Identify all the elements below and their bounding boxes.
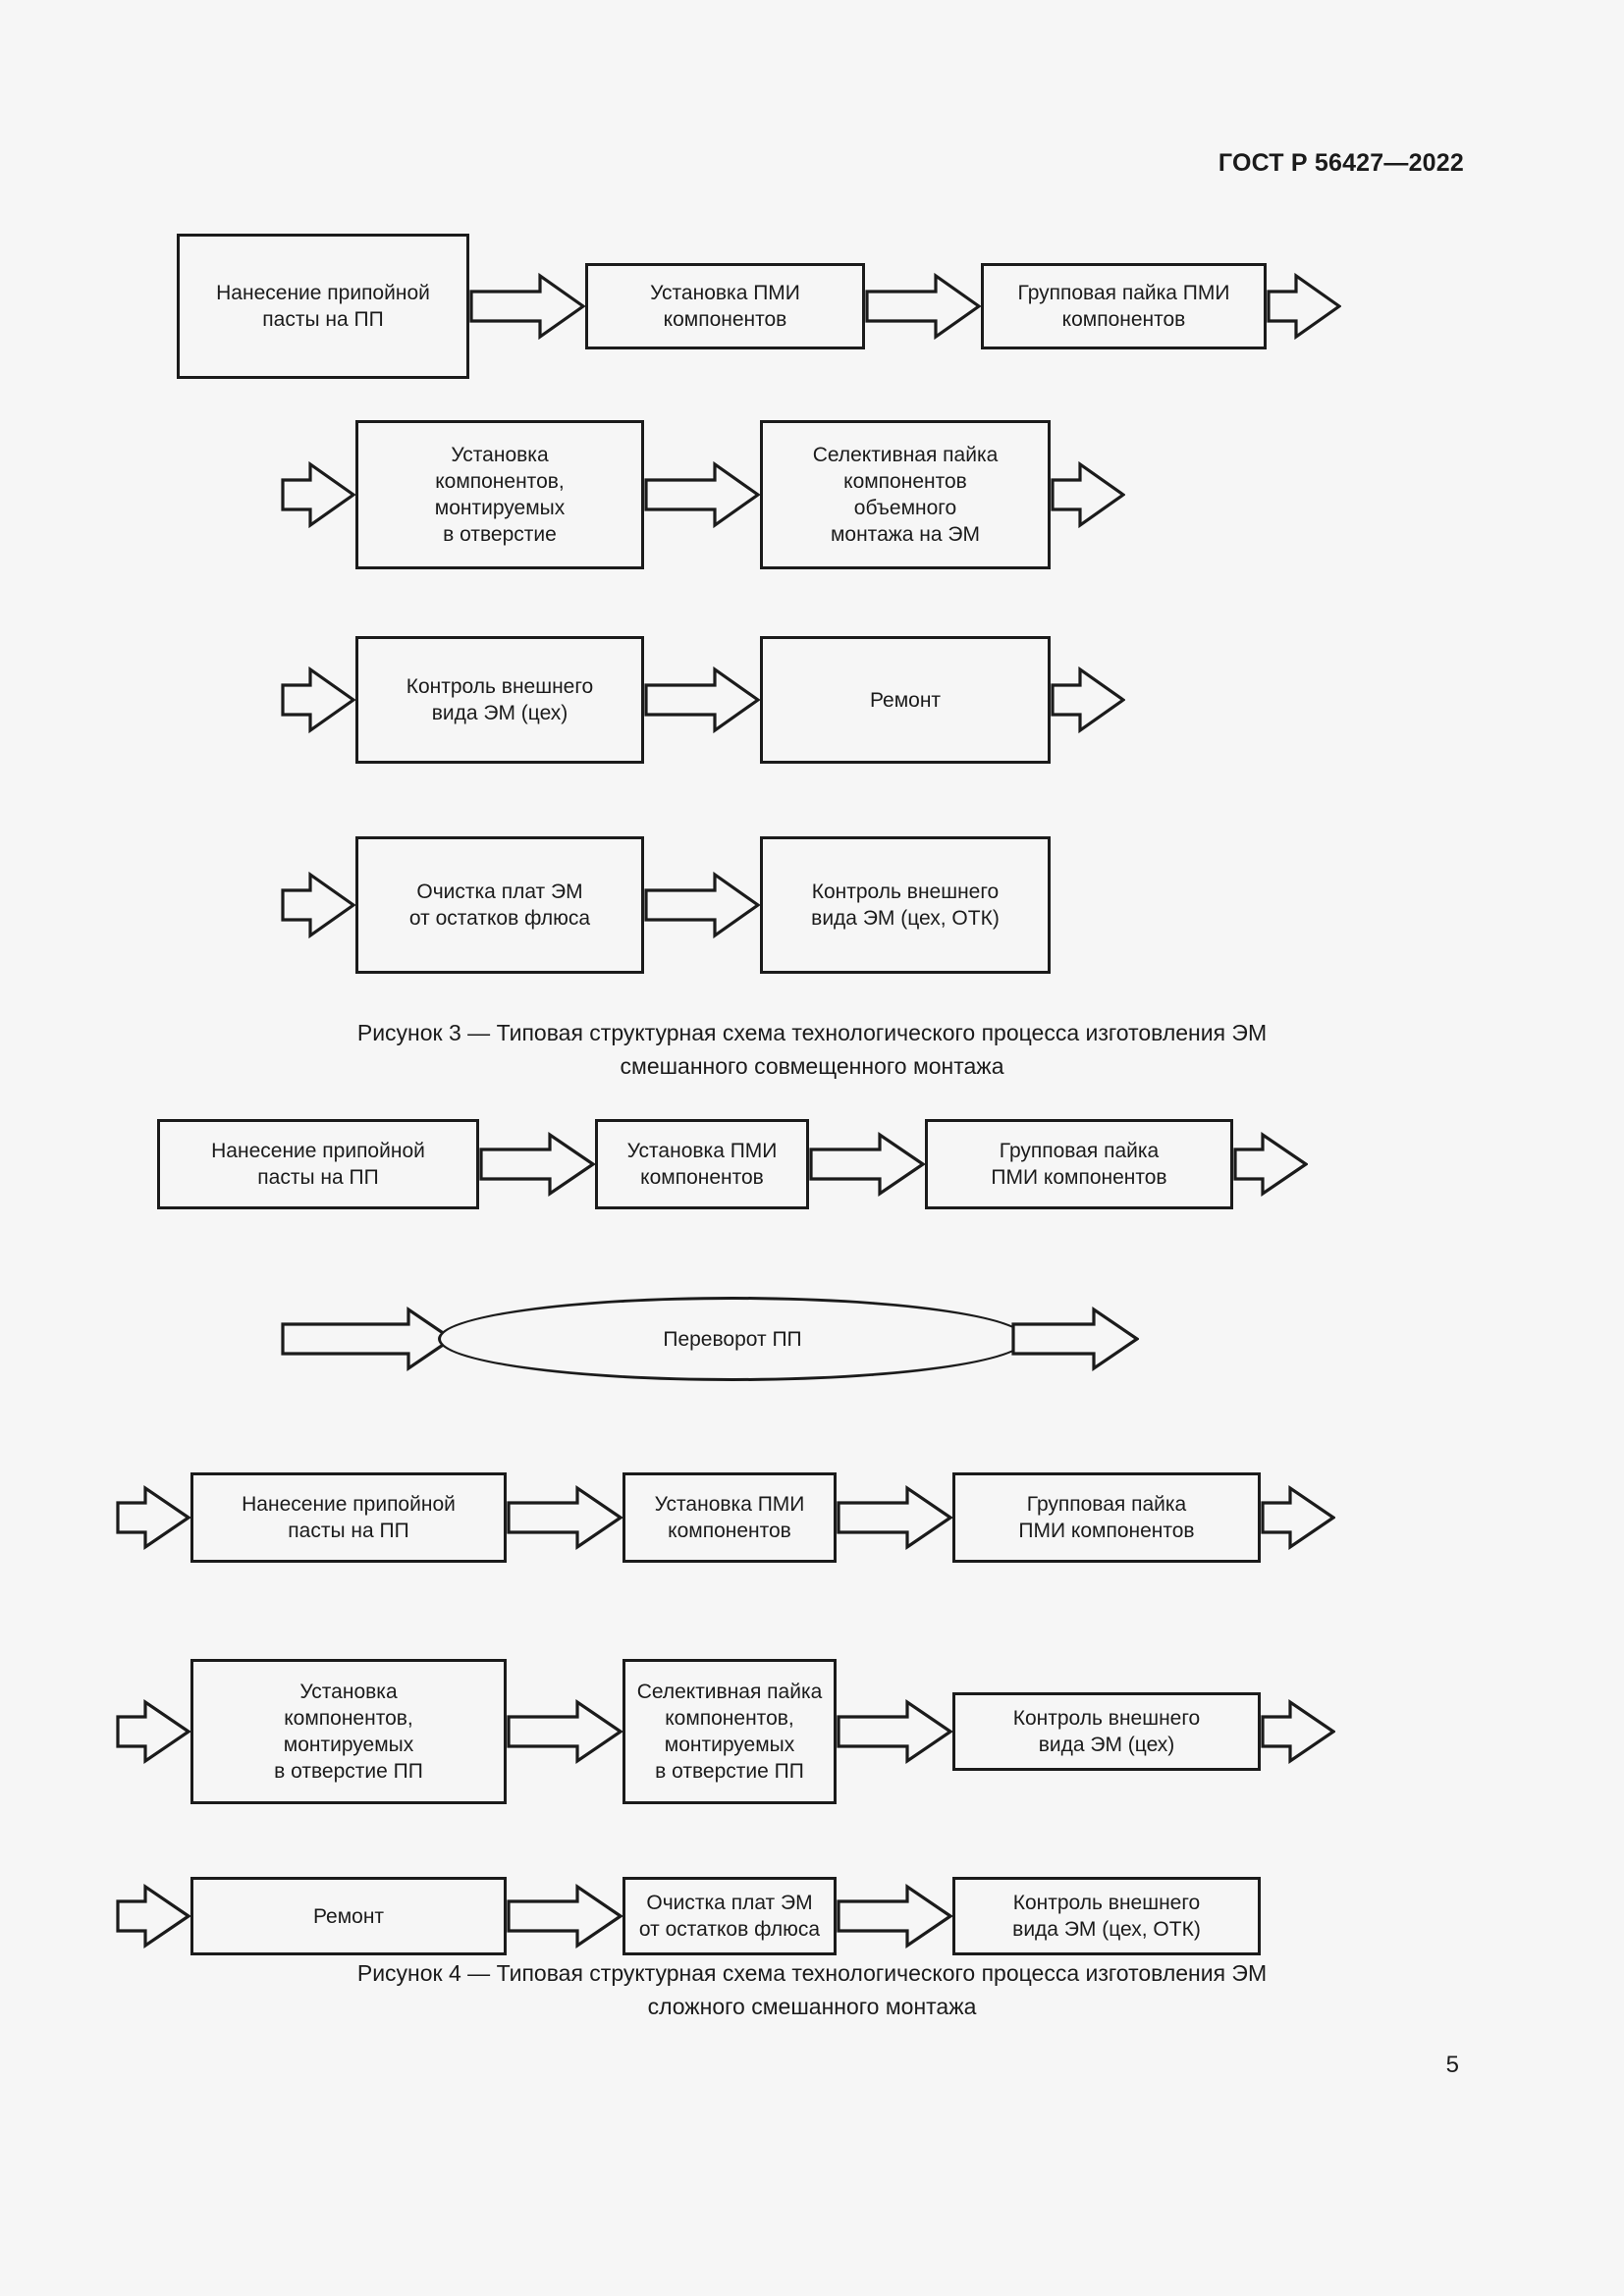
process-node[interactable]: Нанесение припойной пасты на ПП xyxy=(177,234,469,379)
process-node[interactable]: Установка компонентов, монтируемых в отв… xyxy=(190,1659,507,1804)
fig3-row-1: Нанесение припойной пасты на ПП Установк… xyxy=(177,234,1414,379)
node-label: Установка ПМИ компонентов xyxy=(626,1140,778,1189)
process-node[interactable]: Контроль внешнего вида ЭМ (цех) xyxy=(355,636,644,764)
node-label: Контроль внешнего вида ЭМ (цех, ОТК) xyxy=(811,881,1000,930)
node-label: Контроль внешнего вида ЭМ (цех) xyxy=(406,675,594,724)
node-label: Очистка плат ЭМ от остатков флюса xyxy=(638,1892,821,1941)
fig4-row-4: Установка компонентов, монтируемых в отв… xyxy=(116,1659,1441,1804)
process-node[interactable]: Групповая пайка ПМИ компонентов xyxy=(925,1119,1233,1209)
process-node[interactable]: Очистка плат ЭМ от остатков флюса xyxy=(623,1877,837,1955)
flow-arrow-right xyxy=(837,1697,952,1766)
node-label: Нанесение припойной пасты на ПП xyxy=(242,1493,456,1542)
flow-arrow-right-out xyxy=(1267,270,1341,343)
flow-arrow-right xyxy=(644,458,760,531)
fig4-row-5: Ремонт Очистка плат ЭМ от остатков флюса… xyxy=(116,1877,1441,1955)
fig4-row-2: Переворот ПП xyxy=(281,1294,1263,1384)
flow-arrow-right-in xyxy=(281,664,355,736)
flow-arrow-right-in xyxy=(281,458,355,531)
node-label: Контроль внешнего вида ЭМ (цех, ОТК) xyxy=(1012,1892,1201,1941)
flow-arrow-right xyxy=(837,1882,952,1950)
node-label: Ремонт xyxy=(312,1904,385,1928)
flow-arrow-right-out xyxy=(1051,458,1125,531)
process-node[interactable]: Установка ПМИ компонентов xyxy=(585,263,865,349)
node-label: Групповая пайка ПМИ компонентов xyxy=(1017,282,1230,331)
flow-arrow-right-in xyxy=(116,1483,190,1552)
process-node[interactable]: Ремонт xyxy=(190,1877,507,1955)
fig4-row-3: Нанесение припойной пасты на ПП Установк… xyxy=(116,1472,1441,1563)
node-label: Контроль внешнего вида ЭМ (цех) xyxy=(1012,1707,1201,1756)
node-label: Очистка плат ЭМ от остатков флюса xyxy=(408,881,591,930)
process-node[interactable]: Установка компонентов, монтируемых в отв… xyxy=(355,420,644,569)
process-node[interactable]: Селективная пайка компонентов, монтируем… xyxy=(623,1659,837,1804)
figure-3-caption-line-2: смешанного совмещенного монтажа xyxy=(620,1053,1004,1079)
node-label: Ремонт xyxy=(869,688,942,712)
figure-4-caption-line-2: сложного смешанного монтажа xyxy=(647,1994,977,2019)
process-node[interactable]: Нанесение припойной пасты на ПП xyxy=(157,1119,479,1209)
flow-arrow-right-out xyxy=(1051,664,1125,736)
node-label: Переворот ПП xyxy=(663,1327,802,1351)
figure-4-caption-line-1: Рисунок 4 — Типовая структурная схема те… xyxy=(356,1960,1268,1986)
flow-arrow-right xyxy=(809,1130,925,1199)
process-node[interactable]: Нанесение припойной пасты на ПП xyxy=(190,1472,507,1563)
flow-arrow-right-out xyxy=(1011,1305,1139,1373)
node-label: Нанесение припойной пасты на ПП xyxy=(211,1140,425,1189)
figure-4-caption: Рисунок 4 — Типовая структурная схема те… xyxy=(0,1956,1624,2023)
process-node[interactable]: Ремонт xyxy=(760,636,1051,764)
flow-arrow-right-in xyxy=(281,1305,454,1373)
flow-arrow-right-in xyxy=(116,1882,190,1950)
fig3-row-3: Контроль внешнего вида ЭМ (цех) Ремонт xyxy=(281,636,1361,764)
flow-arrow-right-in xyxy=(281,869,355,941)
process-node[interactable]: Установка ПМИ компонентов xyxy=(595,1119,809,1209)
flow-arrow-right xyxy=(469,270,585,343)
node-label: Нанесение припойной пасты на ПП xyxy=(216,282,430,331)
figure-3-caption: Рисунок 3 — Типовая структурная схема те… xyxy=(0,1016,1624,1083)
process-node[interactable]: Селективная пайка компонентов объемного … xyxy=(760,420,1051,569)
fig4-row-1: Нанесение припойной пасты на ПП Установк… xyxy=(157,1119,1434,1209)
figure-3-caption-line-1: Рисунок 3 — Типовая структурная схема те… xyxy=(356,1020,1268,1045)
process-node[interactable]: Установка ПМИ компонентов xyxy=(623,1472,837,1563)
process-node[interactable]: Групповая пайка ПМИ компонентов xyxy=(952,1472,1261,1563)
flow-arrow-right xyxy=(479,1130,595,1199)
flow-arrow-right xyxy=(644,869,760,941)
process-node[interactable]: Очистка плат ЭМ от остатков флюса xyxy=(355,836,644,974)
fig3-row-4: Очистка плат ЭМ от остатков флюса Контро… xyxy=(281,836,1361,974)
flow-arrow-right-out xyxy=(1233,1130,1308,1199)
page-number: 5 xyxy=(1445,2052,1459,2078)
node-label: Селективная пайка компонентов, монтируем… xyxy=(636,1681,823,1783)
process-node[interactable]: Групповая пайка ПМИ компонентов xyxy=(981,263,1267,349)
flow-arrow-right-out xyxy=(1261,1697,1335,1766)
node-label: Селективная пайка компонентов объемного … xyxy=(812,444,999,546)
node-label: Установка ПМИ компонентов xyxy=(654,1493,805,1542)
node-label: Установка ПМИ компонентов xyxy=(650,282,800,331)
flow-arrow-right xyxy=(837,1483,952,1552)
process-node[interactable]: Контроль внешнего вида ЭМ (цех) xyxy=(952,1692,1261,1771)
process-node[interactable]: Контроль внешнего вида ЭМ (цех, ОТК) xyxy=(952,1877,1261,1955)
flow-arrow-right xyxy=(507,1697,623,1766)
flow-arrow-right-out xyxy=(1261,1483,1335,1552)
flow-arrow-right-in xyxy=(116,1697,190,1766)
node-label: Групповая пайка ПМИ компонентов xyxy=(991,1140,1167,1189)
flow-arrow-right xyxy=(865,270,981,343)
node-label: Групповая пайка ПМИ компонентов xyxy=(1018,1493,1195,1542)
flow-arrow-right xyxy=(507,1483,623,1552)
fig3-row-2: Установка компонентов, монтируемых в отв… xyxy=(281,420,1361,569)
node-label: Установка компонентов, монтируемых в отв… xyxy=(434,444,566,546)
node-label: Установка компонентов, монтируемых в отв… xyxy=(274,1681,423,1783)
flow-arrow-right xyxy=(507,1882,623,1950)
process-node-flip[interactable]: Переворот ПП xyxy=(438,1297,1027,1381)
document-header-standard-number: ГОСТ Р 56427—2022 xyxy=(1218,149,1464,177)
process-node[interactable]: Контроль внешнего вида ЭМ (цех, ОТК) xyxy=(760,836,1051,974)
flow-arrow-right xyxy=(644,664,760,736)
